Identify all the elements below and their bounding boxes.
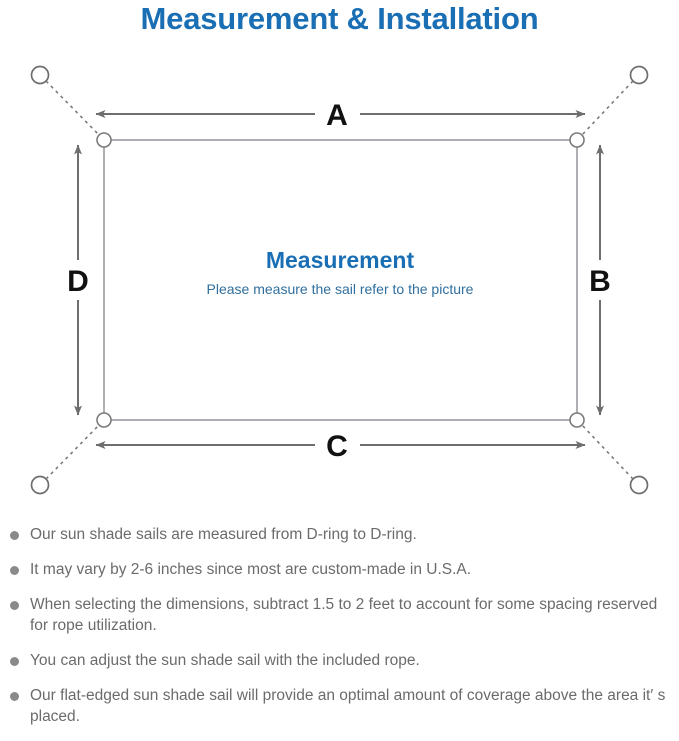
list-item: Our sun shade sails are measured from D-…	[0, 524, 679, 545]
notes-list: Our sun shade sails are measured from D-…	[0, 524, 679, 741]
note-text: Our flat-edged sun shade sail will provi…	[30, 687, 666, 725]
dimension-arrow-c: C	[95, 430, 586, 463]
rope-line-bottom-left	[45, 423, 101, 480]
d-ring-bottom-left-icon	[96, 412, 112, 428]
note-text: Our sun shade sails are measured from D-…	[30, 526, 417, 543]
bullet-icon	[10, 531, 19, 540]
note-text: You can adjust the sun shade sail with t…	[30, 652, 420, 669]
sail-rectangle	[103, 139, 578, 421]
sail-measurement-diagram: A C D B Measurement Please me	[0, 48, 679, 520]
rope-line-bottom-right	[580, 423, 634, 480]
bullet-icon	[10, 657, 19, 666]
d-ring-top-right-icon	[569, 132, 585, 148]
bullet-icon	[10, 566, 19, 575]
rope-lines	[45, 80, 634, 480]
anchor-circle-bottom-left-icon	[30, 475, 50, 495]
bullet-icon	[10, 692, 19, 701]
dimension-label-d: D	[67, 265, 89, 298]
list-item: It may vary by 2-6 inches since most are…	[0, 559, 679, 580]
d-rings	[96, 132, 585, 428]
list-item: You can adjust the sun shade sail with t…	[0, 650, 679, 671]
anchor-circle-bottom-right-icon	[629, 475, 649, 495]
anchor-circle-top-left-icon	[30, 65, 50, 85]
note-text: It may vary by 2-6 inches since most are…	[30, 561, 472, 578]
bullet-icon	[10, 601, 19, 610]
dimension-arrow-a: A	[95, 99, 586, 132]
list-item: Our flat-edged sun shade sail will provi…	[0, 685, 679, 727]
dimension-label-c: C	[326, 430, 348, 463]
anchor-points	[30, 65, 649, 495]
page-title: Measurement & Installation	[140, 1, 539, 36]
dimension-arrow-d: D	[67, 144, 89, 416]
dimension-arrow-b: B	[589, 144, 611, 416]
anchor-circle-top-right-icon	[629, 65, 649, 85]
sail-center-subtitle: Please measure the sail refer to the pic…	[207, 281, 474, 297]
note-text: When selecting the dimensions, subtract …	[30, 596, 658, 634]
d-ring-top-left-icon	[96, 132, 112, 148]
sail-center-title: Measurement	[266, 247, 415, 273]
d-ring-bottom-right-icon	[569, 412, 585, 428]
dimension-label-b: B	[589, 265, 611, 298]
list-item: When selecting the dimensions, subtract …	[0, 594, 679, 636]
dimension-label-a: A	[326, 99, 348, 132]
rope-line-top-right	[580, 80, 634, 137]
rope-line-top-left	[45, 80, 101, 137]
